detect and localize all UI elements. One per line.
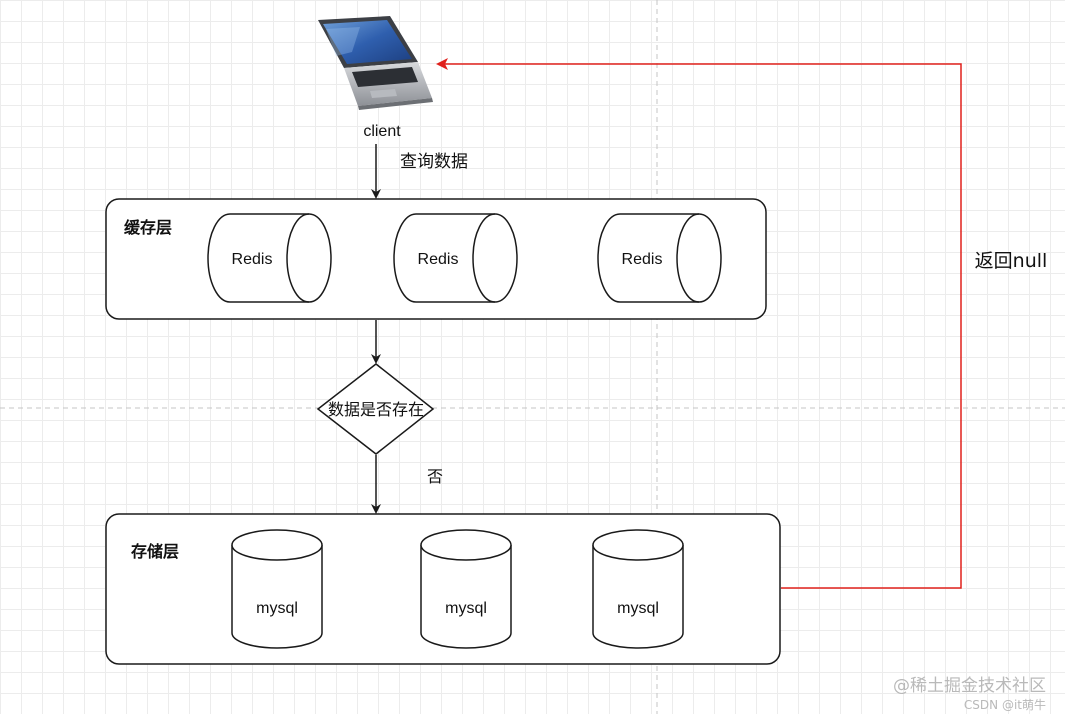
client-label: client xyxy=(363,123,401,140)
watermark-secondary: CSDN @it萌牛 xyxy=(964,697,1046,712)
redis-label: Redis xyxy=(418,251,459,268)
redis-label: Redis xyxy=(232,251,273,268)
laptop-icon[interactable] xyxy=(318,16,433,110)
cache-layer[interactable]: 缓存层 Redis Redis Redis xyxy=(105,198,767,320)
return-null-label: 返回null xyxy=(975,250,1048,272)
redis-node[interactable]: Redis xyxy=(393,213,518,303)
mysql-label: mysql xyxy=(445,600,487,617)
query-label: 查询数据 xyxy=(400,152,468,172)
mysql-node[interactable]: mysql xyxy=(231,529,323,649)
decision-label: 数据是否存在 xyxy=(328,400,424,419)
mysql-label: mysql xyxy=(617,600,659,617)
decision-node[interactable]: 数据是否存在 xyxy=(316,363,435,455)
redis-node[interactable]: Redis xyxy=(207,213,332,303)
storage-layer[interactable]: 存储层 mysql mysql mysql xyxy=(105,513,781,665)
mysql-label: mysql xyxy=(256,600,298,617)
mysql-node[interactable]: mysql xyxy=(420,529,512,649)
redis-node[interactable]: Redis xyxy=(597,213,722,303)
redis-label: Redis xyxy=(622,251,663,268)
storage-layer-title: 存储层 xyxy=(131,542,179,561)
watermark-primary: @稀土掘金技术社区 xyxy=(893,676,1046,696)
return-null-arrow xyxy=(436,58,962,589)
cache-layer-title: 缓存层 xyxy=(123,218,172,237)
mysql-node[interactable]: mysql xyxy=(592,529,684,649)
no-label: 否 xyxy=(427,467,443,486)
